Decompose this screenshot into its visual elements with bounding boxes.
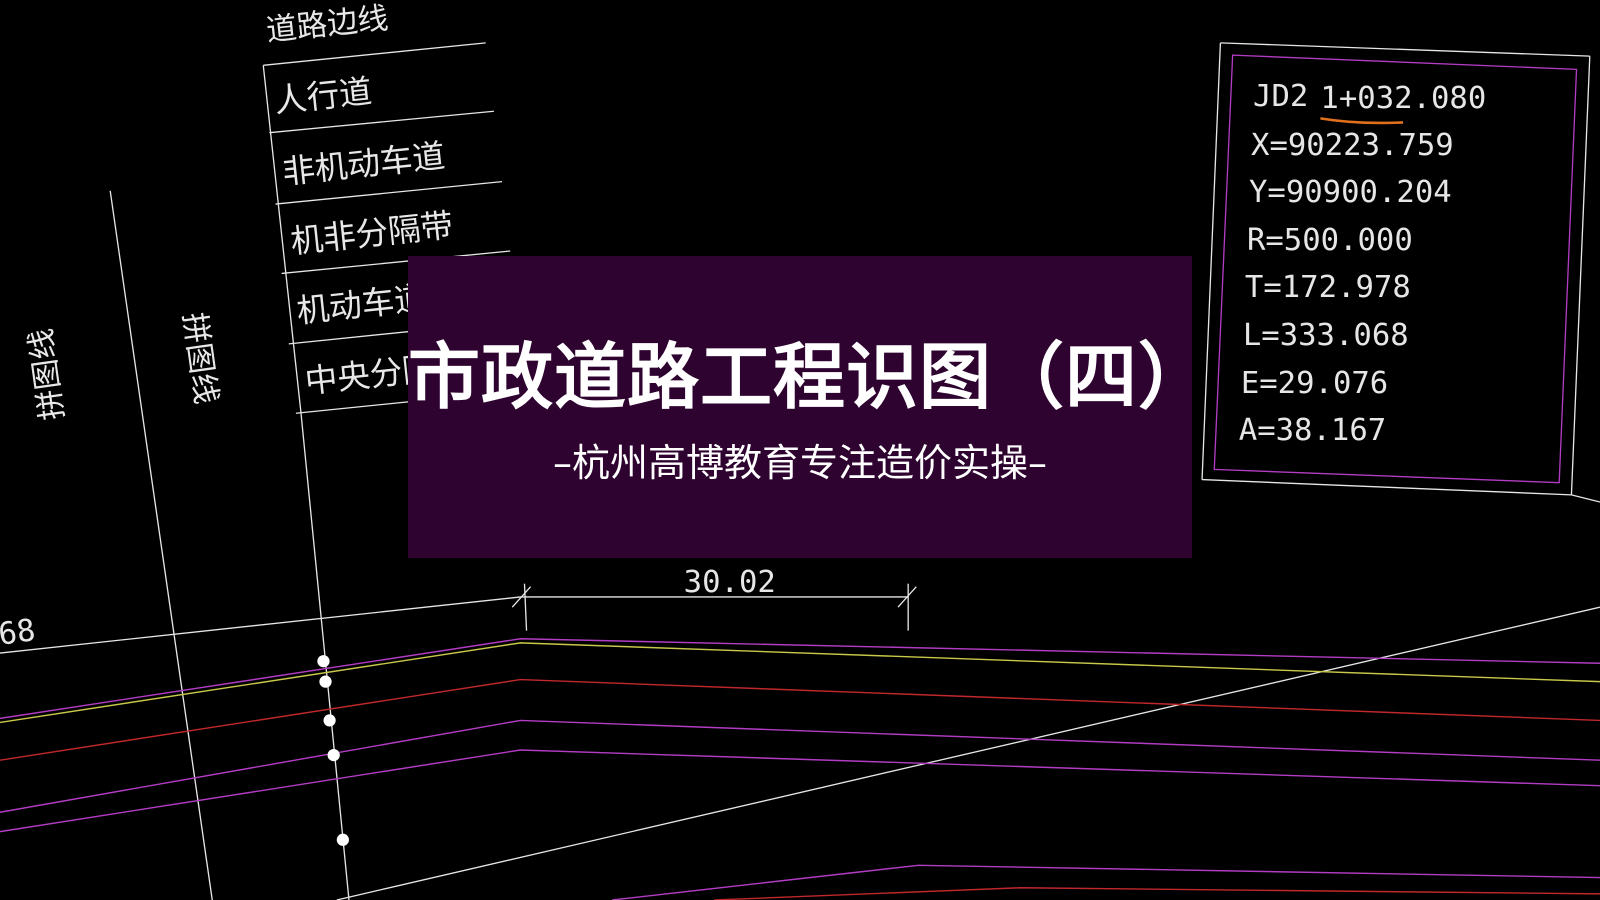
curve-row: X=90223.759 xyxy=(1251,128,1454,163)
match-line-label-left: 拼图线 xyxy=(24,326,71,422)
grip-points xyxy=(317,655,349,846)
curve-row: A=38.167 xyxy=(1239,413,1386,448)
curve-row: T=172.978 xyxy=(1245,270,1411,305)
curve-row: Y=90900.204 xyxy=(1249,175,1452,210)
match-line-label-right: 拼图线 xyxy=(176,311,223,407)
legend-label-road-edge: 道路边线 xyxy=(265,1,390,49)
edge-number: 68 xyxy=(0,613,38,653)
station-underline xyxy=(1320,117,1404,125)
legend-label-sidewalk: 人行道 xyxy=(272,72,373,120)
legend-label-side-median: 机非分隔带 xyxy=(289,206,455,261)
curve-station: 1+032.080 xyxy=(1320,81,1486,116)
legend-label-bike-lane: 非机动车道 xyxy=(281,137,447,192)
curve-id: JD2 xyxy=(1253,79,1308,114)
road-lines xyxy=(0,638,1600,900)
page-subtitle: –杭州高博教育专注造价实操– xyxy=(552,441,1047,485)
curve-table-frame xyxy=(1213,54,1578,484)
legend-table xyxy=(0,42,1600,900)
page-title: 市政道路工程识图（四） xyxy=(408,335,1212,419)
title-banner: 市政道路工程识图（四） –杭州高博教育专注造价实操– xyxy=(408,256,1212,558)
curve-row: L=333.068 xyxy=(1243,318,1409,353)
curve-row: R=500.000 xyxy=(1247,223,1413,258)
dimension-label: 30.02 xyxy=(684,565,776,600)
curve-table: JD2 1+032.080 X=90223.759 Y=90900.204 R=… xyxy=(1239,79,1486,448)
curve-row: E=29.076 xyxy=(1241,366,1388,401)
